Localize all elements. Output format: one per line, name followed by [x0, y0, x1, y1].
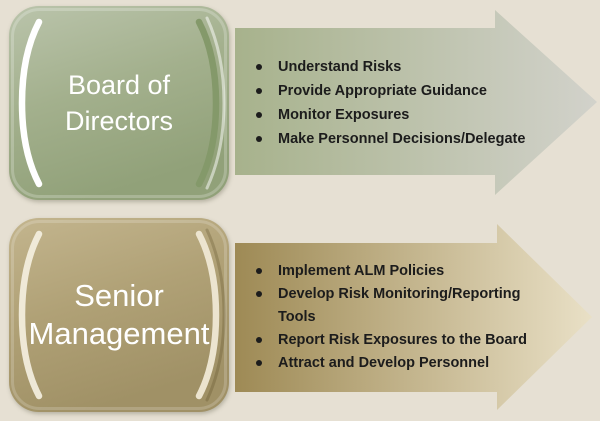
bullet-item: Understand Risks [251, 55, 551, 79]
bullet-item: Make Personnel Decisions/Delegate [251, 127, 551, 151]
board-arrow-bullet-list: Understand Risks Provide Appropriate Gui… [251, 55, 551, 151]
bullet-item: Provide Appropriate Guidance [251, 79, 551, 103]
management-arrow-shape [235, 224, 592, 410]
right-bracket-icon [195, 18, 220, 188]
management-arrow-bullet-list: Implement ALM Policies Develop Risk Moni… [251, 260, 551, 375]
bullet-item: Implement ALM Policies [251, 260, 551, 283]
bullet-item: Attract and Develop Personnel [251, 352, 551, 375]
left-bracket-icon [18, 18, 43, 188]
management-box-bevel [11, 220, 227, 410]
board-arrow [235, 10, 597, 195]
board-box-shape [9, 6, 229, 200]
left-bracket-icon [18, 230, 43, 400]
right-bracket-icon [195, 230, 220, 400]
bullet-item: Report Risk Exposures to the Board [251, 329, 551, 352]
right-bracket-highlight [205, 16, 226, 190]
board-arrow-shape [235, 10, 597, 195]
management-arrow [235, 224, 592, 410]
board-of-directors-box [9, 6, 229, 200]
right-bracket-shade [205, 228, 226, 402]
senior-management-box [9, 218, 229, 412]
management-box-shape [9, 218, 229, 412]
bullet-item: Monitor Exposures [251, 103, 551, 127]
bullet-item: Develop Risk Monitoring/Reporting Tools [251, 283, 551, 329]
